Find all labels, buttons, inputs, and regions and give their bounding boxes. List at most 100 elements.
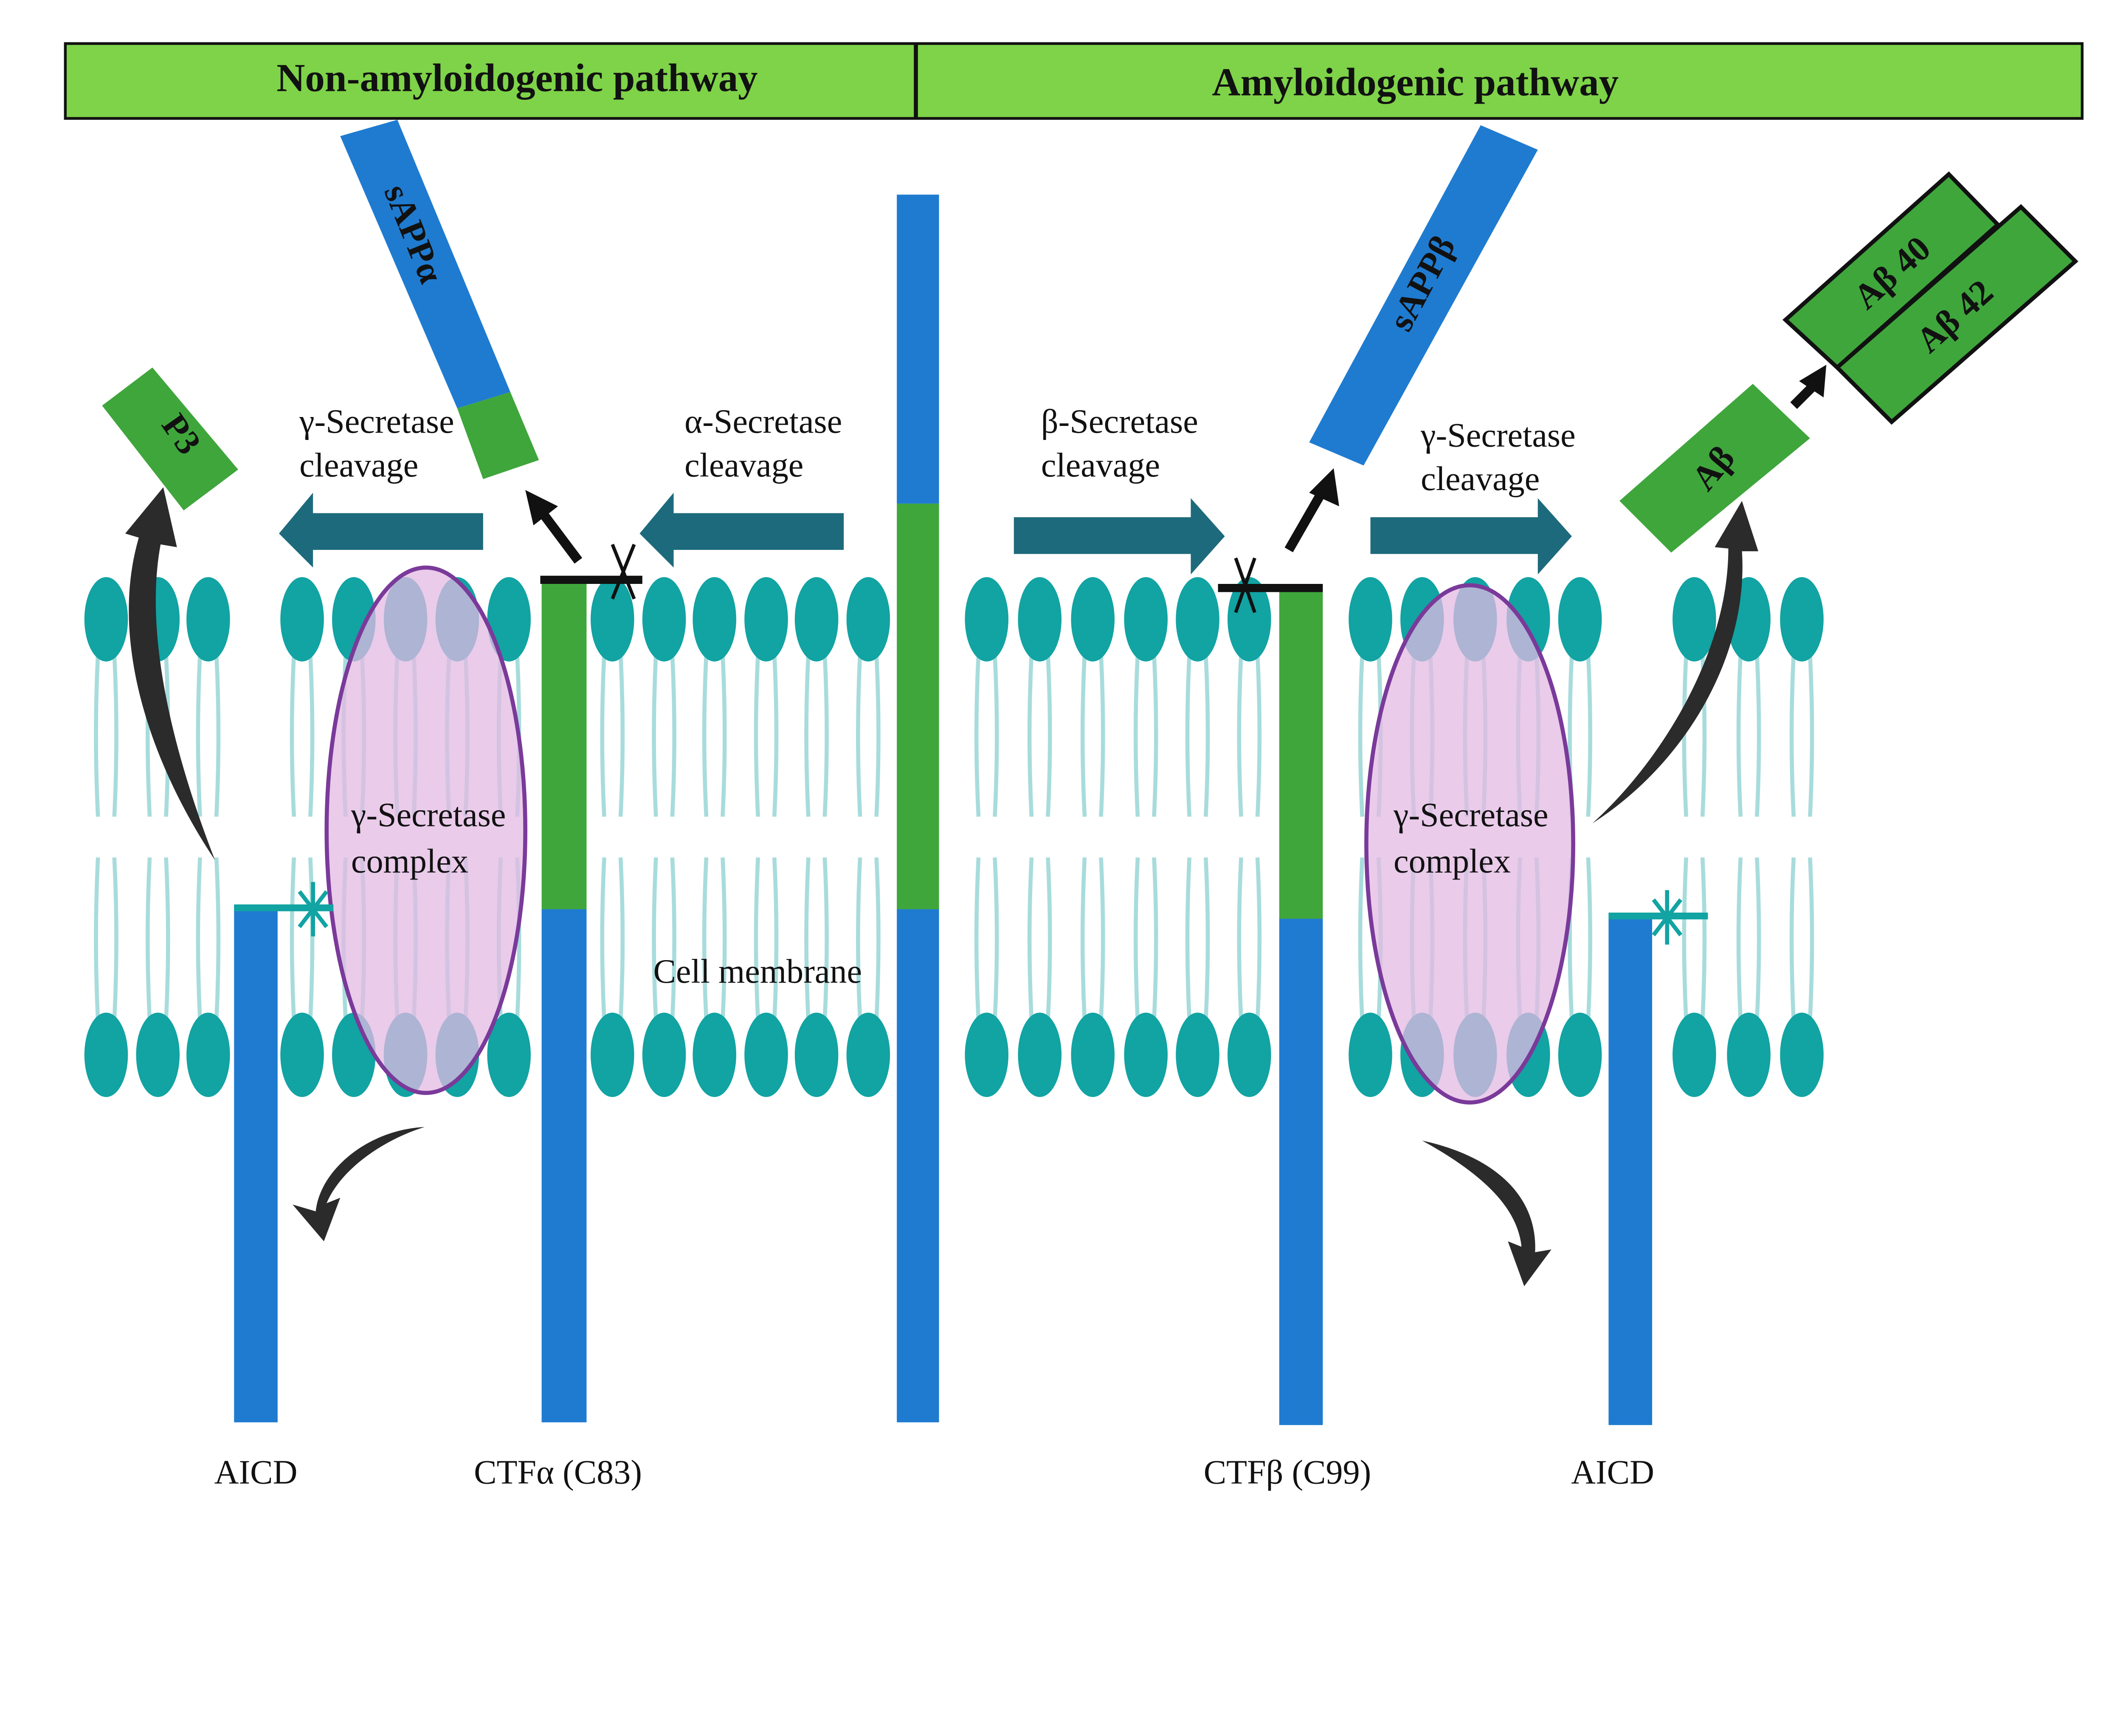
lipid-head-inner — [84, 1012, 128, 1097]
app-full-length — [897, 194, 939, 1423]
abeta42-fragment: Aβ 42 — [1834, 204, 2078, 425]
lipid — [186, 577, 230, 1097]
lipid-head-inner — [693, 1012, 736, 1097]
pathway-header: Non-amyloidogenic pathway Amyloidogenic … — [64, 42, 2084, 120]
ctf-beta-label: CTFβ (C99) — [1204, 1454, 1371, 1491]
gamma-secretase-complex-left — [324, 565, 527, 1095]
ctf-beta-c99 — [1218, 557, 1323, 1425]
gamma-cleavage-mark-icon — [298, 882, 329, 937]
lipid-head-outer — [794, 577, 839, 662]
gamma-cleavage-label-left-2: cleavage — [299, 447, 418, 484]
scissor-cut-icon — [1234, 557, 1256, 613]
alpha-cleavage-label-1: α-Secretase — [684, 403, 842, 440]
lipid-head-inner — [1727, 1012, 1771, 1097]
lipid-head-outer — [1349, 577, 1392, 662]
aicd-left — [234, 882, 334, 1423]
lipid — [1228, 577, 1271, 1097]
lipid-head-outer — [1558, 577, 1602, 662]
complex-label-right-2: complex — [1394, 843, 1511, 880]
lipid-head-inner — [186, 1012, 230, 1097]
aicd-left-label: AICD — [214, 1454, 298, 1491]
gamma-cleavage-label-right-2: cleavage — [1421, 460, 1540, 498]
lipid — [693, 577, 736, 1097]
app-processing-diagram: Non-amyloidogenic pathway Amyloidogenic … — [64, 42, 2084, 1491]
beta-cleavage-arrow — [1014, 498, 1225, 575]
release-arrow-sappa — [538, 509, 583, 564]
lipid — [280, 577, 324, 1097]
lipid — [642, 577, 686, 1097]
alpha-cleavage-arrow — [639, 493, 844, 568]
scissor-cut-icon — [611, 544, 636, 600]
lipid-head-inner — [744, 1012, 788, 1097]
lipid — [965, 577, 1008, 1097]
curved-arrow-aicd-left — [293, 1127, 425, 1242]
sappb-fragment: sAPPβ — [1309, 125, 1538, 466]
lipid-head-inner — [280, 1012, 324, 1097]
aicd-right — [1608, 890, 1708, 1425]
lipid-head-outer — [693, 577, 736, 662]
alpha-cleavage-label-2: cleavage — [684, 447, 803, 484]
lipid-head-outer — [1124, 577, 1168, 662]
lipid — [794, 577, 839, 1097]
lipid — [1727, 577, 1771, 1097]
beta-cleavage-label-1: β-Secretase — [1041, 403, 1198, 440]
lipid-head-outer — [1018, 577, 1062, 662]
beta-cleavage-label-2: cleavage — [1041, 447, 1160, 484]
p3-fragment: P3 — [102, 367, 238, 510]
non-amyloidogenic-title: Non-amyloidogenic pathway — [276, 56, 757, 100]
lipid-head-outer — [186, 577, 230, 662]
lipid-head-outer — [1780, 577, 1824, 662]
gamma-secretase-complex-right — [1364, 583, 1575, 1105]
lipid-head-outer — [1228, 577, 1271, 662]
arrowhead-icon — [525, 490, 558, 526]
lipid-head-inner — [642, 1012, 686, 1097]
gamma-cleavage-label-left-1: γ-Secretase — [299, 403, 454, 440]
lipid-head-inner — [1228, 1012, 1271, 1097]
curved-arrow-abeta-release — [1592, 501, 1759, 824]
lipid-head-outer — [744, 577, 788, 662]
lipid-head-outer — [1176, 577, 1219, 662]
curved-arrow-p3-release — [125, 487, 215, 860]
arrowhead-icon — [1309, 468, 1339, 507]
gamma-cleavage-arrow-left — [279, 493, 483, 568]
lipid — [1780, 577, 1824, 1097]
lipid — [591, 577, 634, 1097]
lipid-head-inner — [846, 1012, 890, 1097]
lipid-head-inner — [136, 1012, 180, 1097]
lipid-head-inner — [1672, 1012, 1716, 1097]
lipid-head-inner — [1780, 1012, 1824, 1097]
lipid — [846, 577, 890, 1097]
lipid-head-outer — [84, 577, 128, 662]
gamma-cleavage-arrow-right — [1370, 498, 1572, 575]
complex-label-left-2: complex — [351, 843, 468, 880]
lipid-head-inner — [1018, 1012, 1062, 1097]
gamma-cleavage-mark-icon — [1652, 890, 1683, 945]
lipid-head-inner — [1349, 1012, 1392, 1097]
lipid-head-inner — [794, 1012, 839, 1097]
lipid — [1124, 577, 1168, 1097]
release-arrow-sappb — [1284, 493, 1324, 552]
lipid-head-outer — [591, 577, 634, 662]
complex-label-left-1: γ-Secretase — [351, 797, 506, 834]
gamma-cleavage-label-right-1: γ-Secretase — [1420, 417, 1576, 454]
lipid — [1176, 577, 1219, 1097]
lipid-head-inner — [1071, 1012, 1115, 1097]
lipid-head-outer — [280, 577, 324, 662]
lipid-head-outer — [846, 577, 890, 662]
header-bar — [64, 42, 2084, 120]
lipid-head-inner — [965, 1012, 1008, 1097]
lipid — [744, 577, 788, 1097]
lipid-head-outer — [1672, 577, 1716, 662]
ctf-alpha-c83 — [540, 544, 642, 1423]
cell-membrane-label: Cell membrane — [653, 953, 862, 990]
lipid-head-inner — [591, 1012, 634, 1097]
abeta-fragment: Aβ — [1619, 383, 1810, 553]
lipid-head-outer — [1071, 577, 1115, 662]
curved-arrow-aicd-right — [1422, 1140, 1551, 1286]
aggregation-arrow — [1790, 383, 1816, 409]
aicd-right-label: AICD — [1571, 1454, 1654, 1491]
arrowhead-icon — [1799, 364, 1827, 397]
lipid — [1018, 577, 1062, 1097]
lipid-head-outer — [965, 577, 1008, 662]
ctf-alpha-label: CTFα (C83) — [474, 1454, 642, 1491]
